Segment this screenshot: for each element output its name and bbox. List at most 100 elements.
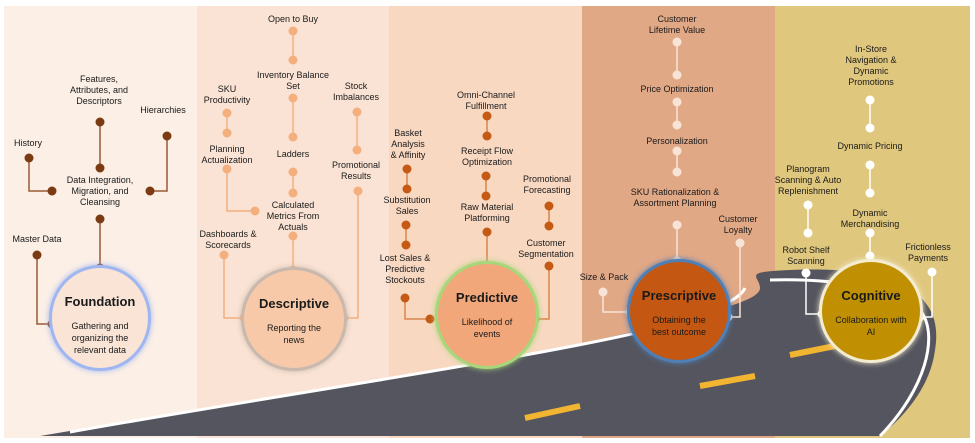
label-customer-segmentation: Customer Segmentation — [518, 238, 574, 259]
connector-node — [288, 231, 298, 241]
label-planning-actualization: Planning Actualization — [201, 144, 253, 165]
connector-node — [402, 164, 412, 174]
label-frictionless-payments: Frictionless Payments — [905, 242, 951, 263]
road-asphalt — [40, 269, 937, 436]
label-substitution-sales: Substitution Sales — [383, 195, 431, 216]
connector-node — [222, 164, 232, 174]
label-promotional-forecasting: Promotional Forecasting — [522, 174, 572, 195]
label-open-to-buy: Open to Buy — [267, 14, 319, 24]
label-calculated-metrics: Calculated Metrics From Actuals — [266, 200, 320, 232]
connector-node — [400, 293, 410, 303]
connector-node — [250, 206, 260, 216]
connector-line — [602, 292, 630, 313]
label-size-pack: Size & Pack — [579, 272, 629, 282]
stage-circle-cognitive: Cognitive Collaboration with AI — [822, 262, 920, 360]
connector-node — [24, 153, 34, 163]
connector-node — [352, 145, 362, 155]
connector-line — [404, 298, 430, 320]
stage-title: Predictive — [455, 290, 519, 305]
label-robot-shelf-scanning: Robot Shelf Scanning — [782, 245, 830, 266]
connector-node — [145, 186, 155, 196]
stage-circle-prescriptive: Prescriptive Obtaining the best outcome — [630, 262, 728, 360]
connector-line — [920, 272, 933, 318]
label-promotional-results: Promotional Results — [331, 160, 381, 181]
label-customer-loyalty: Customer Loyalty — [718, 214, 758, 235]
connector-node — [865, 228, 875, 238]
connector-node — [353, 186, 363, 196]
road-stripe — [699, 373, 756, 389]
label-sku-productivity: SKU Productivity — [203, 84, 251, 105]
connector-line — [223, 255, 244, 319]
label-master-data: Master Data — [12, 234, 62, 244]
stage-title: Descriptive — [258, 296, 330, 311]
label-dynamic-pricing: Dynamic Pricing — [837, 141, 903, 151]
connector-node — [352, 107, 362, 117]
stage-circle-descriptive: Descriptive Reporting the news — [244, 270, 344, 368]
connector-node — [598, 287, 608, 297]
connector-node — [222, 128, 232, 138]
stage-circle-predictive: Predictive Likelihood of events — [438, 264, 536, 366]
label-lost-sales: Lost Sales & Predictive Stockouts — [379, 253, 431, 285]
connector-line — [28, 158, 52, 192]
connector-node — [672, 146, 682, 156]
stage-title: Prescriptive — [641, 288, 717, 303]
connector-node — [865, 251, 875, 261]
connector-node — [927, 267, 937, 277]
connector-node — [288, 93, 298, 103]
connector-node — [672, 220, 682, 230]
connector-node — [672, 120, 682, 130]
connector-node — [401, 220, 411, 230]
connector-node — [672, 97, 682, 107]
label-inventory-balance: Inventory Balance Set — [256, 70, 330, 91]
stage-subtitle: Reporting the news — [266, 323, 322, 345]
label-omni-channel: Omni-Channel Fulfillment — [456, 90, 516, 111]
label-dynamic-merchandising: Dynamic Merchandising — [840, 208, 900, 229]
connector-node — [162, 131, 172, 141]
connector-node — [95, 163, 105, 173]
connector-node — [95, 214, 105, 224]
label-in-store-navigation: In-Store Navigation & Dynamic Promotions — [845, 44, 897, 87]
connector-node — [402, 184, 412, 194]
connector-node — [219, 250, 229, 260]
label-data-integration: Data Integration, Migration, and Cleansi… — [66, 175, 134, 207]
road-stripe — [524, 403, 581, 421]
connector-node — [865, 95, 875, 105]
connector-line — [36, 255, 52, 325]
connector-node — [482, 111, 492, 121]
connector-node — [735, 238, 745, 248]
connector-node — [47, 186, 57, 196]
label-receipt-flow: Receipt Flow Optimization — [460, 146, 514, 167]
label-history: History — [13, 138, 43, 148]
stage-subtitle: Obtaining the best outcome — [651, 315, 707, 337]
label-customer-lifetime-value: Customer Lifetime Value — [648, 14, 706, 35]
label-sku-rationalization: SKU Rationalization & Assortment Plannin… — [630, 187, 720, 208]
connector-node — [401, 240, 411, 250]
label-planogram-scanning: Planogram Scanning & Auto Replenishment — [774, 164, 842, 196]
connector-node — [803, 228, 813, 238]
connector-node — [482, 131, 492, 141]
label-basket-analysis: Basket Analysis & Affinity — [390, 128, 426, 160]
label-hierarchies: Hierarchies — [140, 105, 186, 115]
connector-line — [344, 191, 359, 319]
connector-line — [226, 169, 255, 212]
connector-node — [672, 167, 682, 177]
connector-node — [865, 160, 875, 170]
label-personalization: Personalization — [646, 136, 708, 146]
stage-subtitle: Likelihood of events — [461, 317, 513, 339]
connector-node — [544, 201, 554, 211]
stage-title: Cognitive — [841, 288, 901, 303]
connector-node — [482, 227, 492, 237]
connector-node — [481, 171, 491, 181]
connector-node — [865, 123, 875, 133]
connector-node — [672, 70, 682, 80]
stage-title: Foundation — [64, 294, 136, 309]
connector-node — [222, 108, 232, 118]
connector-node — [32, 250, 42, 260]
connector-node — [288, 132, 298, 142]
connector-node — [481, 191, 491, 201]
connector-node — [803, 200, 813, 210]
connector-node — [288, 26, 298, 36]
connector-node — [865, 188, 875, 198]
connector-node — [288, 55, 298, 65]
